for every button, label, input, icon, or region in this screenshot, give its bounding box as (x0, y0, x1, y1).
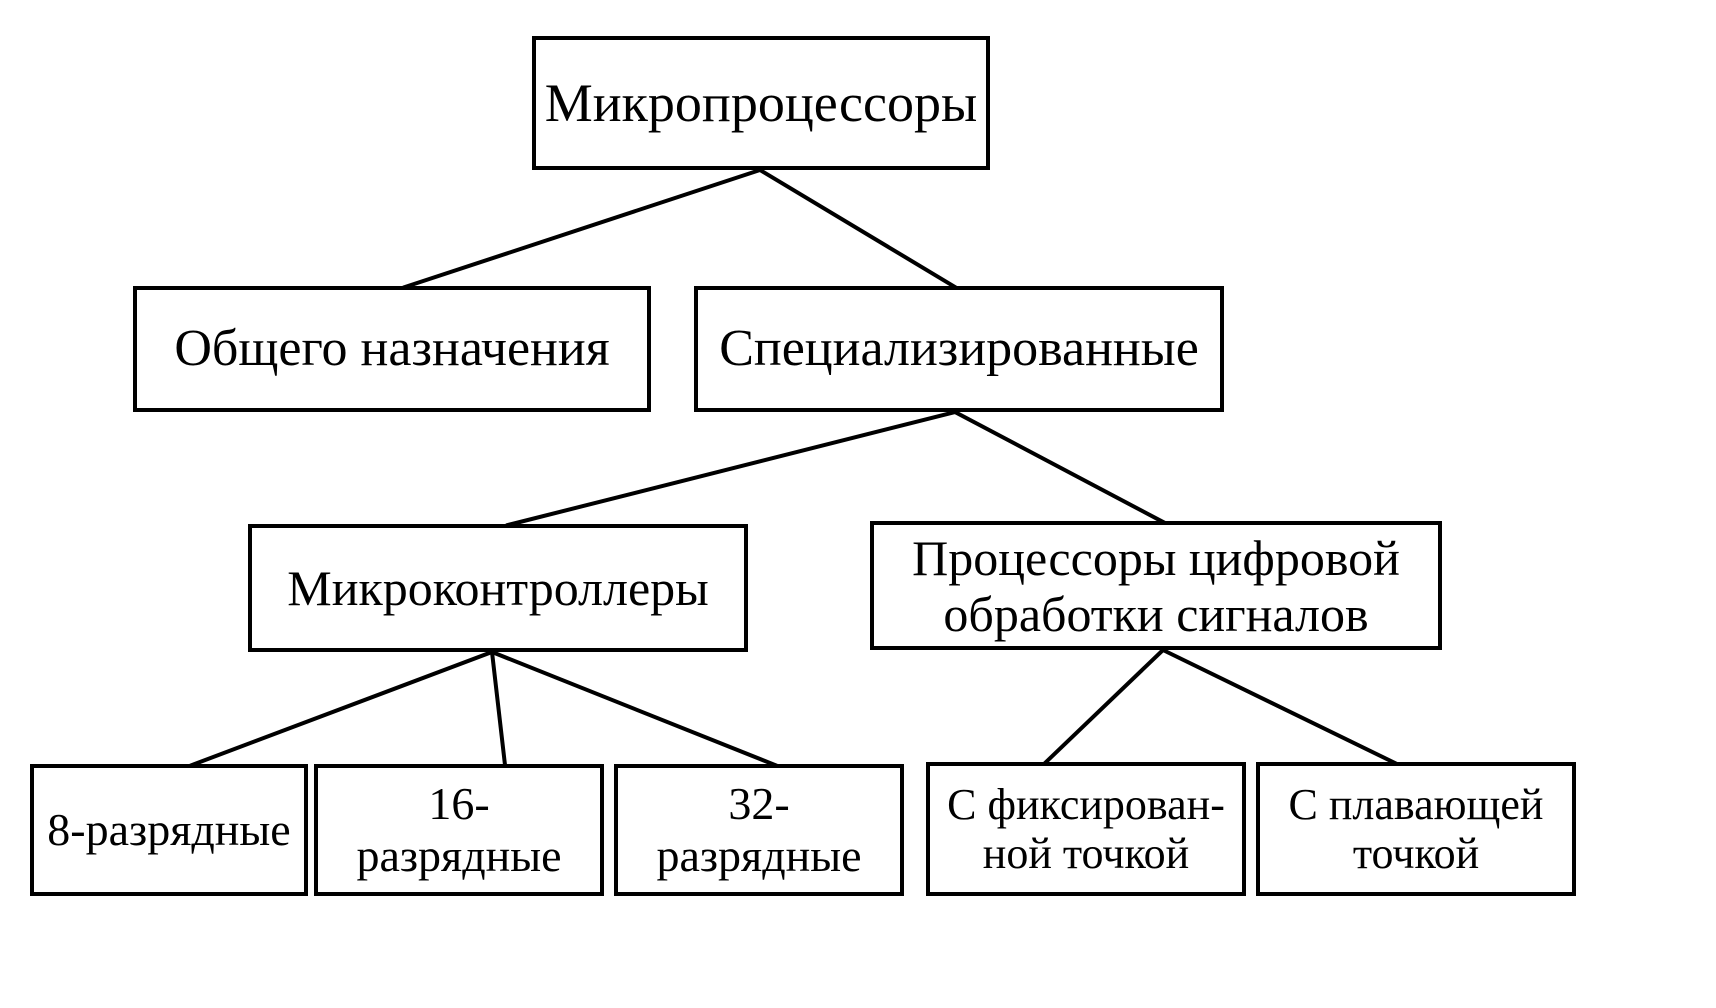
edge-microcontrollers-to-32bit (489, 649, 778, 768)
edge-dsp-to-fixed-point (1042, 647, 1166, 766)
node-dsp[interactable]: Процессоры цифровой обработки сигналов (870, 521, 1442, 650)
edge-microcontrollers-to-8bit (189, 649, 495, 768)
node-16-bit-label: 16-разрядные (356, 778, 562, 881)
node-floating-point[interactable]: С плавающей точкой (1256, 762, 1576, 896)
node-16-bit[interactable]: 16-разрядные (314, 764, 604, 896)
node-32-bit-label: 32-разрядные (656, 778, 862, 881)
node-microcontrollers[interactable]: Микроконтроллеры (248, 524, 748, 652)
edge-dsp-to-floating-point (1160, 647, 1398, 766)
node-fixed-point[interactable]: С фиксирован- ной точкой (926, 762, 1246, 896)
node-specialized[interactable]: Специализированные (694, 286, 1224, 412)
node-floating-point-label: С плавающей точкой (1288, 779, 1544, 878)
edge-specialized-to-dsp (952, 409, 1168, 526)
node-8-bit-label: 8-разрядные (47, 804, 291, 856)
node-microcontrollers-label: Микроконтроллеры (287, 560, 709, 616)
node-fixed-point-label: С фиксирован- ной точкой (947, 779, 1225, 878)
edge-root-to-specialized (757, 167, 958, 290)
edge-microcontrollers-to-16bit (489, 649, 508, 768)
edge-root-to-general-purpose (402, 167, 763, 290)
node-32-bit[interactable]: 32-разрядные (614, 764, 904, 896)
node-microprocessors-label: Микропроцессоры (544, 72, 978, 133)
node-dsp-label: Процессоры цифровой обработки сигналов (912, 529, 1400, 642)
edge-specialized-to-microcontrollers (505, 409, 958, 528)
node-microprocessors[interactable]: Микропроцессоры (532, 36, 990, 170)
node-general-purpose-label: Общего назначения (174, 319, 610, 377)
node-general-purpose[interactable]: Общего назначения (133, 286, 651, 412)
node-specialized-label: Специализированные (719, 319, 1199, 377)
node-8-bit[interactable]: 8-разрядные (30, 764, 308, 896)
